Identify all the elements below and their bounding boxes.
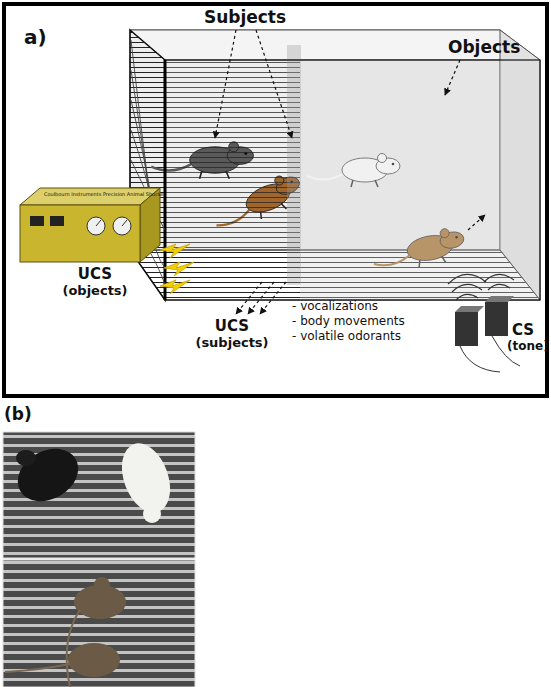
display <box>30 216 44 226</box>
brown-mouse-head <box>94 577 110 593</box>
leader-arrow <box>445 60 460 95</box>
shocker-device <box>20 188 160 262</box>
cage-front-outline <box>165 60 540 300</box>
panel-letter: a) <box>24 26 47 48</box>
partition <box>287 45 301 285</box>
group-label: Subjects <box>204 8 286 27</box>
bolt <box>160 244 190 258</box>
grid-front <box>165 60 300 300</box>
black-mouse <box>8 438 87 512</box>
device-label: Coulbourn Instruments Precision Animal S… <box>44 192 166 198</box>
stimulus-label: UCS <box>215 318 249 335</box>
cage-top <box>130 30 540 60</box>
leader-lines <box>215 30 485 314</box>
dial <box>113 217 131 235</box>
photo-top <box>3 432 195 558</box>
bolt <box>160 280 190 294</box>
leader-arrow <box>260 282 286 314</box>
shocker-side <box>140 188 160 262</box>
object-wall <box>300 60 540 300</box>
display <box>50 216 64 226</box>
leader-arrow <box>256 30 292 138</box>
dial <box>87 217 105 235</box>
cage-edge <box>164 60 167 300</box>
panel-letter: (b) <box>4 405 32 424</box>
leader-arrow <box>248 282 274 314</box>
stimulus-note: (subjects) <box>195 336 268 350</box>
leader-arrow <box>468 215 485 230</box>
white-rat <box>113 437 179 520</box>
dial-needle <box>122 220 127 226</box>
speaker <box>455 312 478 346</box>
brown-mouse <box>68 643 120 677</box>
stimulus-label: CS <box>512 322 534 339</box>
speaker <box>485 302 508 336</box>
speaker-top <box>485 296 514 302</box>
speakers <box>448 274 520 372</box>
stimulus-note: (objects) <box>62 284 127 298</box>
black-mouse-head <box>16 450 36 466</box>
leader-arrow <box>215 30 236 138</box>
sound-waves <box>448 274 514 300</box>
list-item: - body movements <box>292 315 405 328</box>
stimulus-note: (tone) <box>507 340 549 353</box>
bolt <box>164 262 194 276</box>
list-item: - vocalizations <box>292 300 378 313</box>
shocker-front <box>20 205 140 262</box>
dial-needle <box>96 220 101 226</box>
stimulus-label: UCS <box>78 266 112 283</box>
mouse-tail <box>5 664 70 672</box>
leader-arrow <box>236 282 262 314</box>
photo-bottom <box>3 560 195 687</box>
photo <box>3 432 195 687</box>
panel-frame <box>4 4 547 396</box>
speaker-top <box>455 306 484 312</box>
cage <box>130 30 540 300</box>
shock-bolts <box>160 244 194 294</box>
white-rat-head <box>143 505 161 523</box>
list-item: - volatile odorants <box>292 330 401 343</box>
group-label: Objects <box>448 38 520 57</box>
